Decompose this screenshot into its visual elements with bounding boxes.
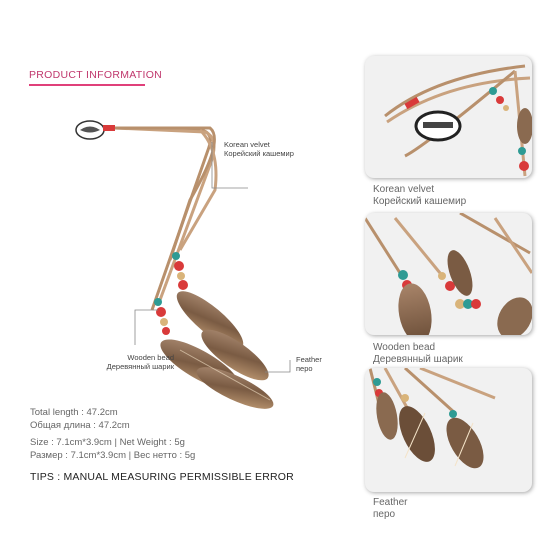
bead-wood	[177, 272, 185, 280]
card-caption-bead: Wooden bead Деревянный шарик	[373, 342, 463, 366]
detail-card-velvet	[365, 56, 532, 178]
tips-text: TIPS : MANUAL MEASURING PERMISSIBLE ERRO…	[30, 471, 294, 483]
card-caption-feather: Feather перо	[373, 497, 407, 521]
red-wrap	[103, 125, 115, 131]
product-illustration	[75, 120, 291, 409]
feather-4	[196, 367, 274, 409]
bead-wood	[160, 318, 168, 326]
bead-teal	[154, 298, 162, 306]
spec-size-ru: Размер : 7.1cm*3.9cm | Вес нетто : 5g	[30, 450, 196, 461]
leader-bead	[134, 309, 158, 345]
callout-feather-ru: перо	[296, 364, 313, 373]
callout-velvet-en: Korean velvet	[224, 140, 270, 149]
card-caption-bead-en: Wooden bead	[373, 342, 436, 353]
card-caption-velvet-ru: Корейский кашемир	[373, 196, 467, 207]
logo-clip-icon	[75, 120, 105, 140]
bead-detail-image	[365, 213, 532, 335]
card-caption-feather-ru: перо	[373, 509, 396, 520]
cord-4	[178, 128, 218, 251]
velvet-detail-image	[384, 64, 532, 177]
leader-velvet	[211, 142, 248, 189]
cord-1	[114, 126, 212, 311]
bead-teal	[172, 252, 180, 260]
callout-velvet: Korean velvet Корейский кашемир	[224, 140, 294, 158]
card-caption-velvet-en: Korean velvet	[373, 184, 435, 195]
callout-feather: Feather перо	[296, 355, 322, 373]
leader-feather	[265, 360, 291, 373]
callout-bead-ru: Деревянный шарик	[106, 362, 174, 371]
spec-length-en: Total length : 47.2cm	[30, 407, 118, 418]
detail-card-feather	[365, 368, 532, 492]
feather-2	[201, 329, 269, 381]
callout-bead-en: Wooden bead	[127, 353, 174, 362]
bead-red	[156, 307, 166, 317]
card-caption-bead-ru: Деревянный шарик	[373, 354, 463, 365]
callout-bead: Wooden bead Деревянный шарик	[100, 353, 174, 371]
card-caption-feather-en: Feather	[373, 497, 408, 508]
detail-card-bead	[365, 213, 532, 335]
spec-size-en: Size : 7.1cm*3.9cm | Net Weight : 5g	[30, 437, 185, 448]
bead-red	[178, 280, 188, 290]
feather-1	[176, 291, 244, 349]
callout-velvet-ru: Корейский кашемир	[224, 149, 294, 158]
feather-detail-image	[368, 368, 496, 469]
bead-red	[162, 327, 170, 335]
title-underline	[29, 84, 145, 86]
callout-feather-en: Feather	[296, 355, 322, 364]
page-title: PRODUCT INFORMATION	[29, 69, 163, 81]
bead-red	[174, 261, 184, 271]
spec-length-ru: Общая длина : 47.2cm	[30, 420, 130, 431]
card-caption-velvet: Korean velvet Корейский кашемир	[373, 184, 466, 208]
